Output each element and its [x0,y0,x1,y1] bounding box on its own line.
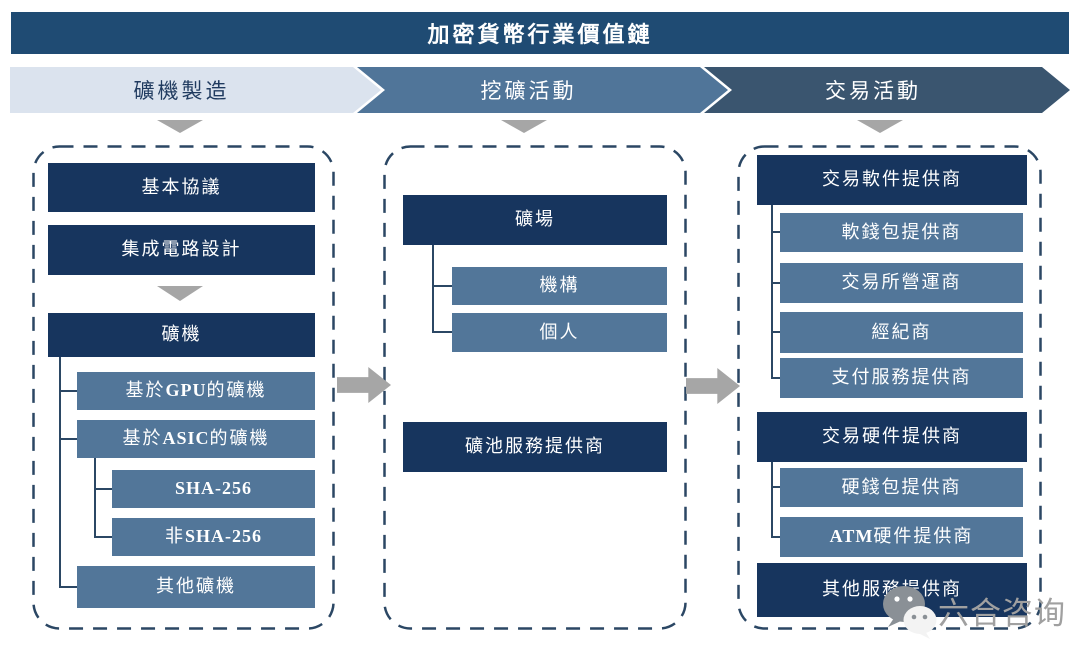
container-border-middle [383,145,687,630]
connector [94,488,112,490]
connector [59,357,61,588]
node-label: 基本協議 [141,176,222,197]
node-label: 交易軟件提供商 [822,169,962,190]
title-banner: 加密貨幣行業價值鏈 [11,12,1069,54]
node-label: 個人 [539,321,580,342]
node-broker: 經紀商 [780,312,1023,353]
node-individual: 個人 [452,313,667,352]
node-label: 其他服務提供商 [822,579,962,600]
connector [771,331,780,333]
stage-label: 礦機製造 [133,79,230,103]
node-label: 基於 [125,380,166,401]
connector [771,282,780,284]
connector [94,458,96,538]
node-other-machines: 其他礦機 [77,566,315,608]
node-institution: 機構 [452,267,667,305]
node-hard-wallet: 硬錢包提供商 [780,468,1023,507]
node-ic-design: 集成電路設計 [48,225,315,275]
container-border-left [32,145,335,630]
wechat-icon [883,586,937,639]
connector [771,231,780,233]
connector [771,536,780,538]
stage-mining-activity: 挖礦活動 [357,67,728,113]
connector [771,377,780,379]
node-pool-service: 礦池服務提供商 [403,422,667,472]
node-label: 其他礦機 [156,576,236,597]
node-label-latin: SHA-256 [174,478,252,499]
node-mining-farm: 礦場 [403,195,667,245]
node-basic-protocol: 基本協議 [48,163,315,212]
node-label: 礦場 [515,209,555,230]
node-label: 經紀商 [871,321,932,342]
right-arrow-icon [686,368,740,404]
connector [59,390,77,392]
connector [59,438,77,440]
node-label-latin: ATM [829,526,874,547]
node-label: 機構 [539,275,580,296]
container-border-right [737,145,1042,630]
node-label-latin: ASIC [162,428,210,449]
stage-machine-manufacturing: 礦機製造 [10,67,381,113]
page-title: 加密貨幣行業價值鏈 [427,22,653,47]
stage-label: 挖礦活動 [480,79,577,103]
node-label: 的礦機 [209,428,270,449]
stage-label: 交易活動 [825,79,921,103]
node-label: 硬件提供商 [873,526,974,547]
node-sha256: SHA-256 [112,470,315,508]
node-label: 硬錢包提供商 [841,476,962,497]
connector [771,462,773,538]
node-label: 交易所營運商 [841,272,962,293]
node-mining-machine: 礦機 [48,313,315,357]
connector [94,536,112,538]
watermark-label: 六合咨询 [938,596,1066,631]
connector [771,486,780,488]
node-label: 礦機 [161,324,202,345]
node-label-latin: SHA-256 [184,526,262,547]
connector [432,331,452,333]
node-label: 支付服務提供商 [831,367,972,388]
node-label: 的礦機 [206,380,267,401]
stage-trading-activity: 交易活動 [704,67,1070,113]
node-soft-wallet: 軟錢包提供商 [780,213,1023,252]
connector [432,245,434,333]
node-payment-service: 支付服務提供商 [780,358,1023,398]
node-label-latin: GPU [165,380,207,401]
down-triangle-icon [157,120,203,133]
node-label: 軟錢包提供商 [841,221,962,242]
node-label: 交易硬件提供商 [822,426,962,447]
connector [59,586,77,588]
connector [771,205,773,379]
down-triangle-icon [501,120,547,133]
connector [432,285,452,287]
node-label: 非 [164,526,185,547]
node-exchange-operator: 交易所營運商 [780,263,1023,303]
down-triangle-icon [857,120,903,133]
node-trading-software: 交易軟件提供商 [757,155,1027,205]
node-trading-hardware: 交易硬件提供商 [757,412,1027,462]
node-label: 基於 [122,428,163,449]
node-label: 集成電路設計 [121,239,242,260]
node-label: 礦池服務提供商 [465,436,605,457]
